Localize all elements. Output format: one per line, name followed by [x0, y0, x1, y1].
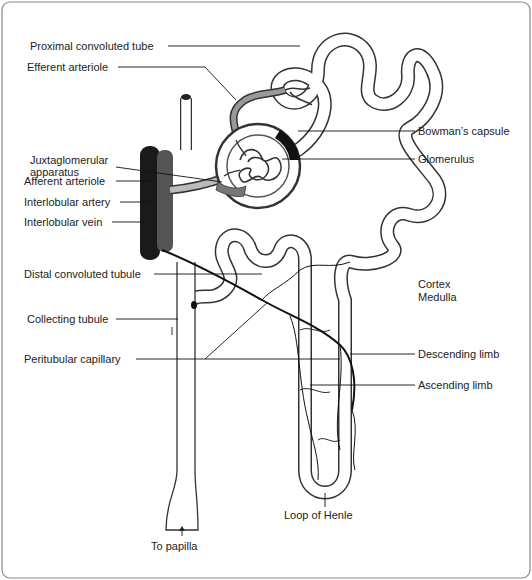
peritubular-capillaries [162, 250, 355, 480]
part-label: To papilla [151, 540, 231, 552]
artery-lumen [181, 98, 191, 150]
artery-outline [180, 98, 192, 150]
tubule-junction [191, 301, 197, 309]
part-label: Peritubular capillary [24, 353, 139, 365]
collecting-tube [166, 262, 198, 530]
interlobular-vessels [140, 146, 173, 260]
collecting-tubule-shape [166, 262, 198, 536]
renal-corpuscle [216, 124, 300, 208]
afferent-outline [170, 178, 224, 190]
part-label: Distal convoluted tubule [24, 268, 156, 280]
leader-line [116, 167, 222, 182]
part-label: Ascending limb [418, 379, 528, 391]
interlobular-artery-up [181, 94, 191, 150]
leader-line [298, 131, 415, 132]
capsule-outer [216, 124, 300, 208]
juxtaglomerular-cells [216, 182, 246, 197]
capsule-inner [227, 135, 289, 197]
part-label: Medulla [418, 291, 528, 303]
part-label: Collecting tubule [27, 313, 122, 325]
part-label: Efferent arteriole [27, 61, 122, 73]
part-label: Juxtaglomerular apparatus [30, 154, 120, 178]
leader-line [325, 493, 326, 507]
part-label: Afferent arteriole [24, 175, 119, 187]
artery-cap [181, 94, 191, 100]
leader-line [118, 67, 236, 100]
leader-lines [112, 46, 415, 507]
tubule-outline [192, 40, 439, 493]
leader-line [136, 302, 340, 359]
leader-line [310, 385, 415, 386]
part-label: Proximal convoluted tube [30, 40, 170, 52]
leader-line [120, 202, 150, 203]
part-label: Loop of Henle [284, 509, 384, 521]
leader-line [282, 159, 415, 160]
leader-line [116, 181, 150, 182]
part-label: Bowman’s capsule [418, 125, 528, 137]
papilla-arrowhead [179, 526, 185, 531]
leader-line [168, 46, 300, 47]
part-label: Interlobular vein [24, 216, 119, 228]
part-label: Cortex [418, 278, 528, 290]
glomerulus-stalk [224, 140, 246, 176]
part-label: Descending limb [418, 348, 528, 360]
leader-line [116, 319, 178, 320]
artery-cylinder [157, 150, 173, 252]
efferent-branch [285, 88, 312, 105]
capillary-branch [337, 345, 355, 470]
convoluted-tubule [192, 40, 439, 493]
leader-line [350, 354, 415, 355]
part-label: Interlobular artery [24, 196, 124, 208]
afferent-lumen [170, 178, 224, 190]
tubule-lumen [192, 40, 439, 493]
part-label: Glomerulus [418, 153, 528, 165]
tube-notch [172, 327, 173, 335]
capillary-branch [262, 262, 350, 300]
leader-line [154, 274, 262, 275]
capillary-branch [290, 316, 318, 480]
leader-line [112, 222, 145, 223]
